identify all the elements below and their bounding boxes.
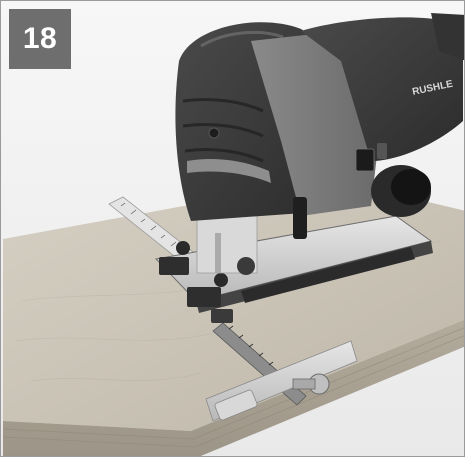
ply-layers (2, 327, 464, 448)
grip-ridges (182, 98, 264, 163)
fence-screw (292, 378, 316, 390)
dust-port-opening (391, 169, 431, 205)
housing-screw (208, 127, 220, 139)
roller-guide (237, 257, 255, 275)
base-knobs (159, 241, 233, 323)
switch-button (355, 148, 375, 172)
battery-pack (431, 13, 464, 61)
lock-button (377, 143, 387, 159)
base-dark-bar (241, 247, 415, 303)
ruler-ticks (120, 202, 177, 247)
saw-blade (215, 233, 221, 273)
jigsaw-handle (301, 17, 463, 161)
bevel-lever (293, 197, 307, 239)
housing-highlight (200, 30, 284, 48)
step-number-badge: 18 (9, 9, 71, 69)
grey-accent-band (187, 159, 271, 183)
plywood-board-edge (3, 319, 464, 456)
fence-window (214, 389, 258, 421)
